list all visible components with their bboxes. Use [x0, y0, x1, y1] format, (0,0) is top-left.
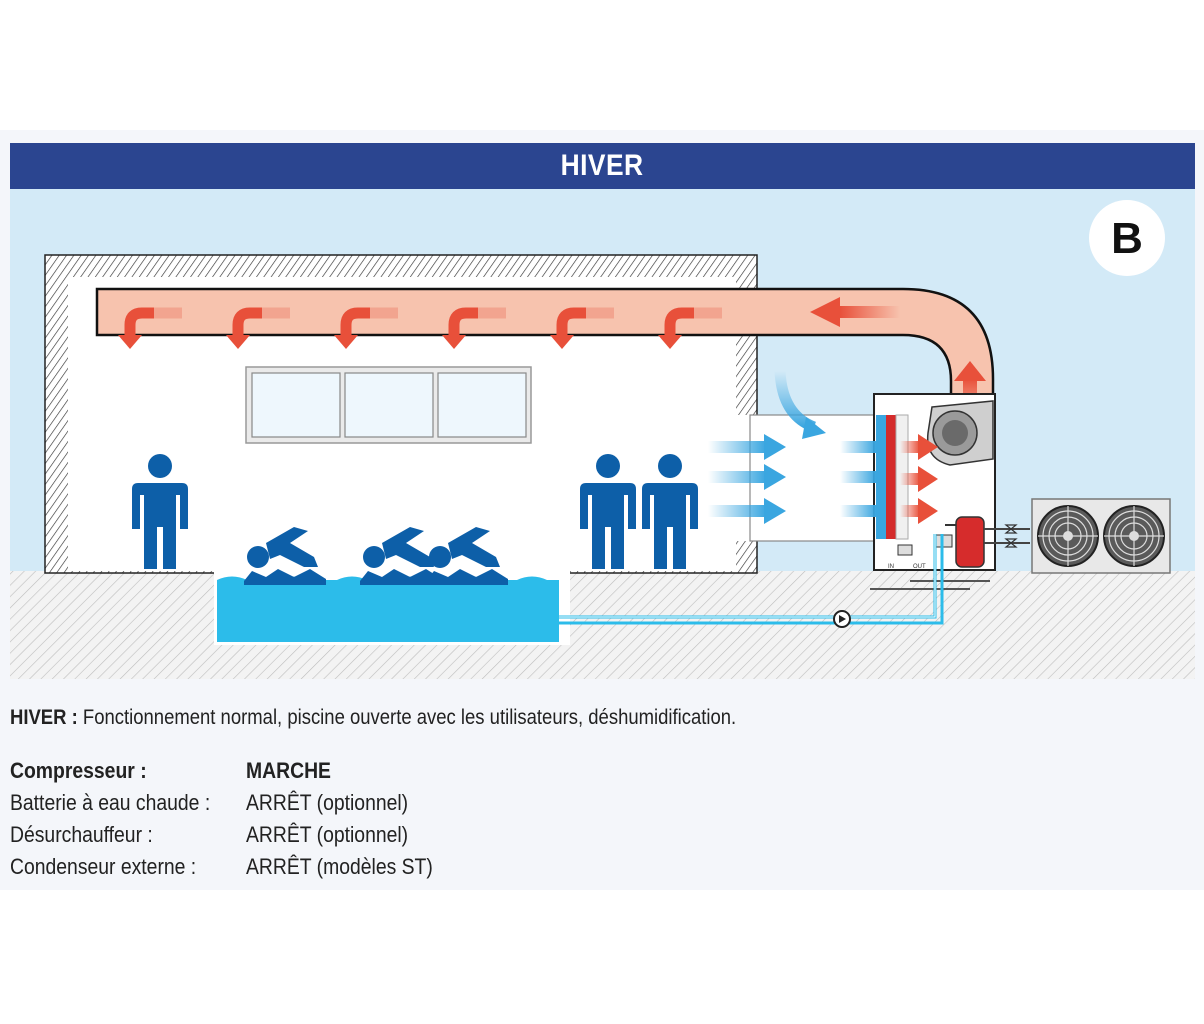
condenser-fan-left-icon	[1037, 505, 1099, 567]
return-air-arrow	[708, 498, 786, 524]
heated-air-arrows	[900, 434, 938, 524]
warm-air-arrow	[900, 466, 938, 492]
status-value: ARRÊT (optionnel)	[246, 790, 409, 815]
warm-air-arrow	[900, 498, 938, 524]
diffuser-arrow	[118, 307, 182, 349]
status-value: ARRÊT (modèles ST)	[246, 854, 433, 879]
warm-air-arrow	[900, 434, 938, 460]
description-text: Fonctionnement normal, piscine ouverte a…	[77, 706, 737, 729]
duct-flow-arrow	[810, 297, 900, 327]
winter-diagram: IN OUT	[10, 189, 1195, 679]
status-label: Compresseur :	[10, 758, 147, 783]
caption: HIVER : Fonctionnement normal, piscine o…	[10, 706, 1190, 879]
condenser-fan-right-icon	[1103, 505, 1165, 567]
water-pipes	[559, 534, 944, 625]
supply-duct	[95, 287, 995, 405]
return-air-arrows	[708, 434, 876, 524]
title-banner: HIVER	[10, 143, 1195, 189]
status-value: MARCHE	[246, 758, 331, 783]
mode-badge: B	[1089, 200, 1165, 276]
status-label: Désurchauffeur :	[10, 822, 153, 847]
diffuser-arrow	[550, 307, 614, 349]
cold-air-arrow	[840, 441, 876, 453]
return-air-arrow	[708, 434, 786, 460]
diffuser-arrow	[226, 307, 290, 349]
in-label: IN	[888, 564, 894, 570]
duct-diffuser-arrows	[118, 307, 722, 349]
diffuser-arrow	[442, 307, 506, 349]
return-air-arrow	[708, 464, 786, 490]
cold-air-arrow	[840, 471, 876, 483]
status-label: Batterie à eau chaude :	[10, 790, 211, 815]
diffuser-arrow	[658, 307, 722, 349]
status-value: ARRÊT (optionnel)	[246, 822, 409, 847]
pump-icon	[833, 610, 851, 628]
refrigerant-lines	[984, 524, 1030, 548]
window-bank	[245, 366, 532, 444]
diffuser-arrow	[334, 307, 398, 349]
ground	[10, 571, 1195, 679]
status-label: Condenseur externe :	[10, 854, 197, 879]
external-condenser	[1031, 498, 1171, 574]
cold-air-arrow	[840, 505, 876, 517]
mode-description: HIVER : Fonctionnement normal, piscine o…	[10, 706, 1048, 730]
mode-badge-letter: B	[1111, 214, 1143, 263]
page-title: HIVER	[561, 149, 644, 182]
fresh-air-arrow	[774, 370, 826, 439]
out-label: OUT	[913, 564, 926, 570]
description-label: HIVER :	[10, 706, 78, 729]
